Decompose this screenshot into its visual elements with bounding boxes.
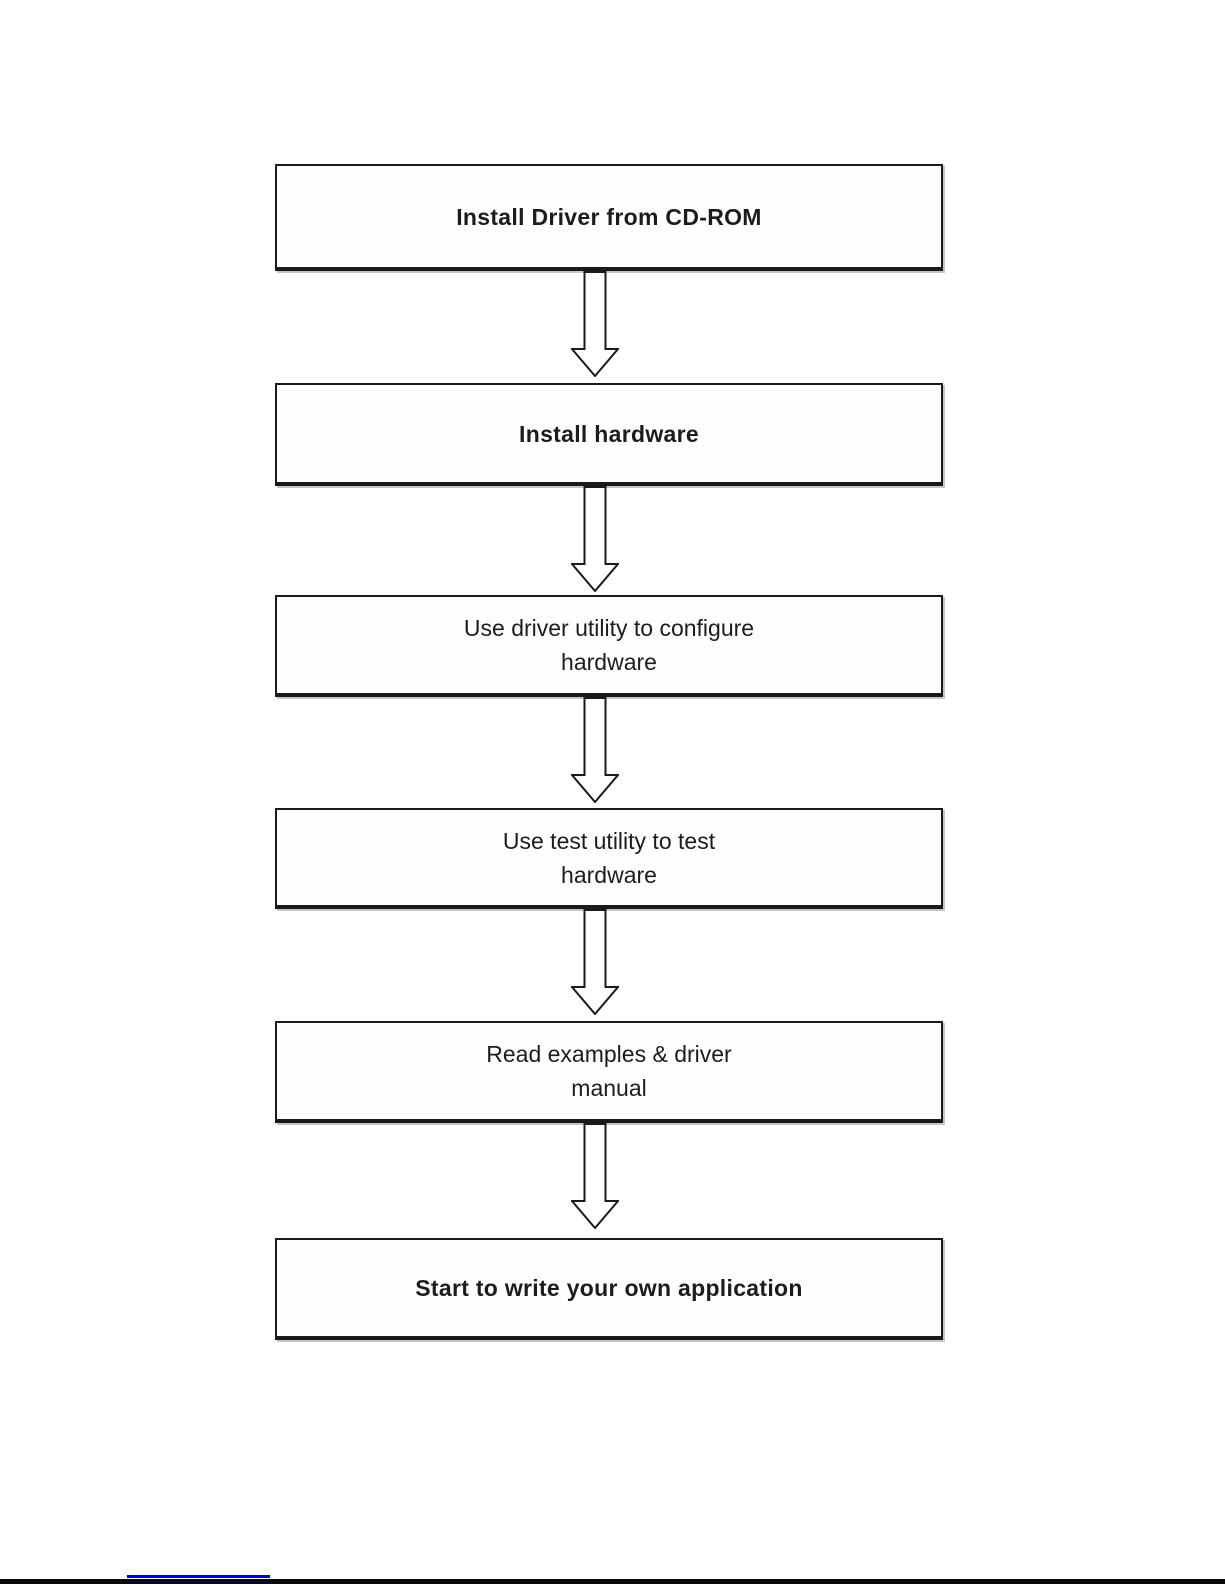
flow-step-label-line2: hardware: [561, 861, 657, 888]
footer-rule: [0, 1579, 1225, 1584]
flow-step-install-driver: Install Driver from CD-ROM: [275, 164, 943, 271]
down-arrow-icon: [569, 271, 621, 378]
flow-step-label-line1: Use test utility to test: [502, 827, 716, 854]
flow-step-read-examples: Read examples & driver manual: [275, 1021, 943, 1123]
flow-step-label-line2: manual: [571, 1075, 647, 1101]
flow-step-label: Install Driver from CD-ROM: [456, 203, 762, 230]
flow-step-test-hardware: Use test utility to test hardware: [275, 808, 943, 909]
flow-step-write-application: Start to write your own application: [275, 1238, 943, 1340]
down-arrow-icon: [569, 909, 621, 1016]
flow-step-label-line1: Read examples & driver: [486, 1041, 732, 1067]
flow-step-label: Install hardware: [519, 420, 699, 447]
flow-step-label: Start to write your own application: [415, 1275, 803, 1301]
down-arrow-icon: [569, 697, 621, 804]
down-arrow-icon: [569, 1123, 621, 1230]
flow-step-install-hardware: Install hardware: [275, 383, 943, 486]
down-arrow-icon: [569, 486, 621, 593]
flow-step-label-line1: Use driver utility to configure: [463, 615, 755, 641]
flow-step-configure-hardware: Use driver utility to configure hardware: [275, 595, 943, 697]
flow-step-label-line2: hardware: [561, 649, 657, 675]
footer-link-underline[interactable]: [127, 1575, 270, 1578]
